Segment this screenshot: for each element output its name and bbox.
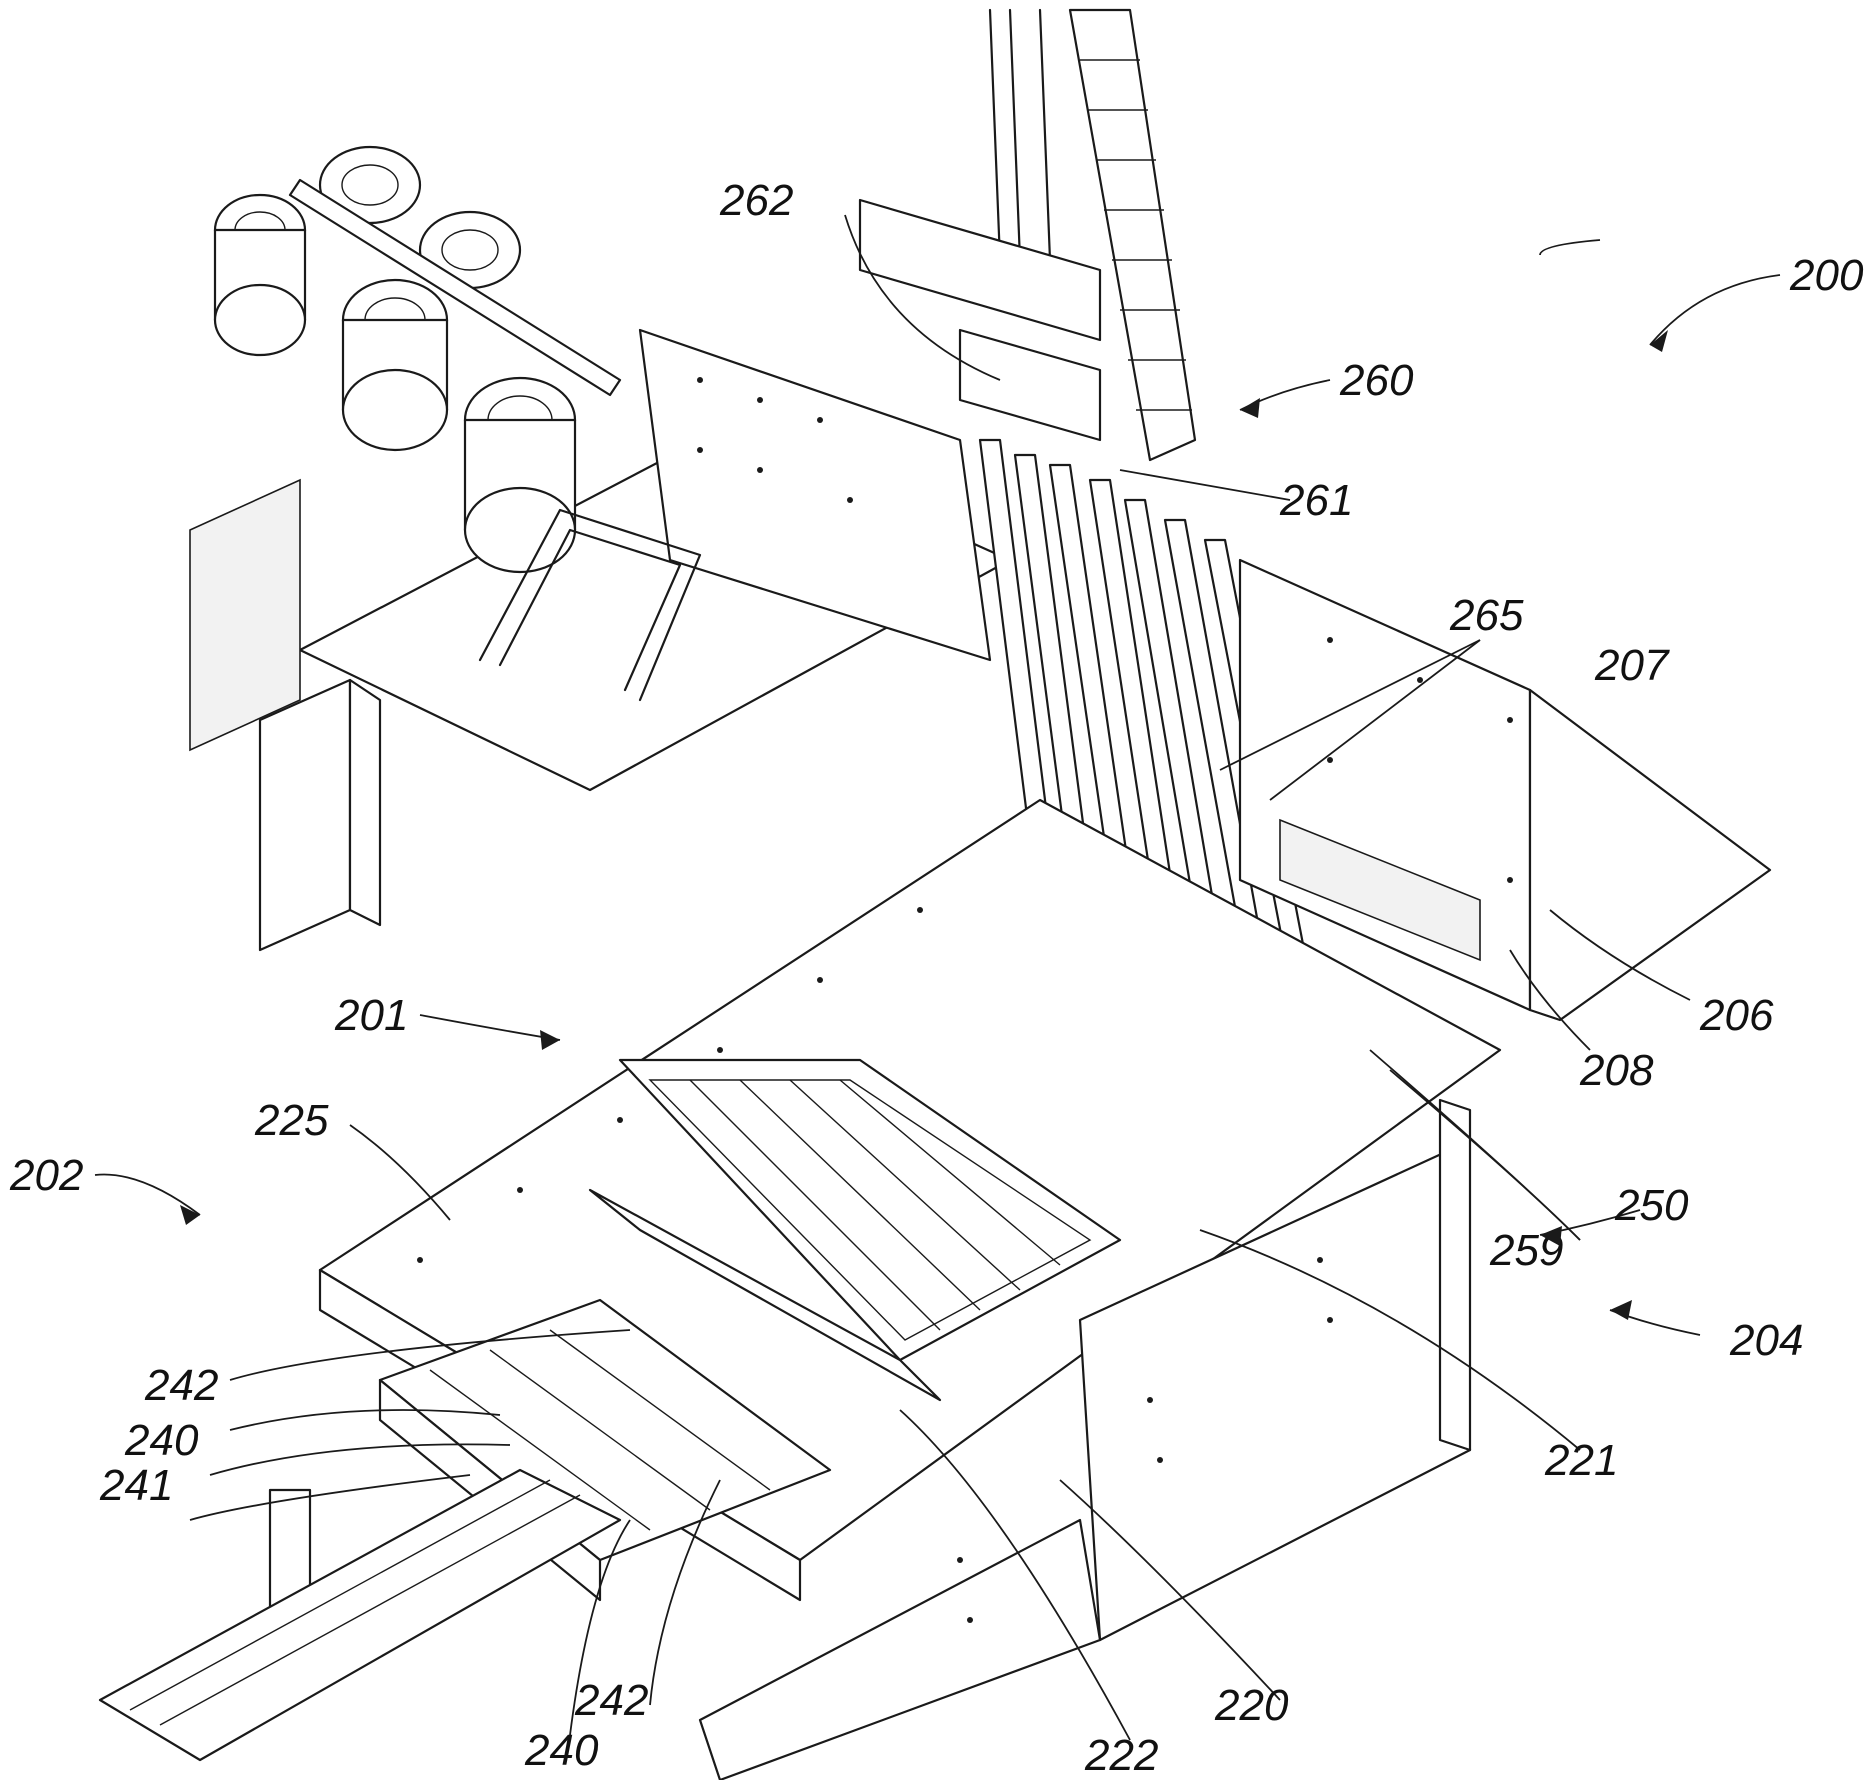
ref-label-204: 204 xyxy=(1729,1316,1803,1365)
rail-202 xyxy=(100,1470,620,1760)
ref-label-261: 261 xyxy=(1279,476,1353,525)
ref-label-207: 207 xyxy=(1594,641,1670,690)
ref-label-260: 260 xyxy=(1339,356,1414,405)
ref-label-265: 265 xyxy=(1449,591,1524,640)
fan-icon xyxy=(465,378,575,572)
ref-label-242b: 242 xyxy=(574,1676,648,1725)
ref-label-242a: 242 xyxy=(144,1361,218,1410)
ref-label-220: 220 xyxy=(1214,1681,1289,1730)
ref-label-201: 201 xyxy=(334,991,408,1040)
ref-label-221: 221 xyxy=(1544,1436,1618,1485)
ref-label-222: 222 xyxy=(1084,1731,1158,1780)
ref-label-241: 241 xyxy=(99,1461,173,1510)
ref-label-262: 262 xyxy=(719,176,793,225)
ref-label-208: 208 xyxy=(1579,1046,1654,1095)
ref-label-240b: 240 xyxy=(524,1726,599,1775)
fan-icon xyxy=(343,280,447,450)
ref-label-206: 206 xyxy=(1699,991,1774,1040)
ref-label-200: 200 xyxy=(1789,251,1864,300)
ref-label-202: 202 xyxy=(9,1151,83,1200)
fan-icon xyxy=(215,195,305,355)
ref-label-240a: 240 xyxy=(124,1416,199,1465)
ref-label-250: 250 xyxy=(1614,1181,1689,1230)
ref-label-225: 225 xyxy=(254,1096,329,1145)
